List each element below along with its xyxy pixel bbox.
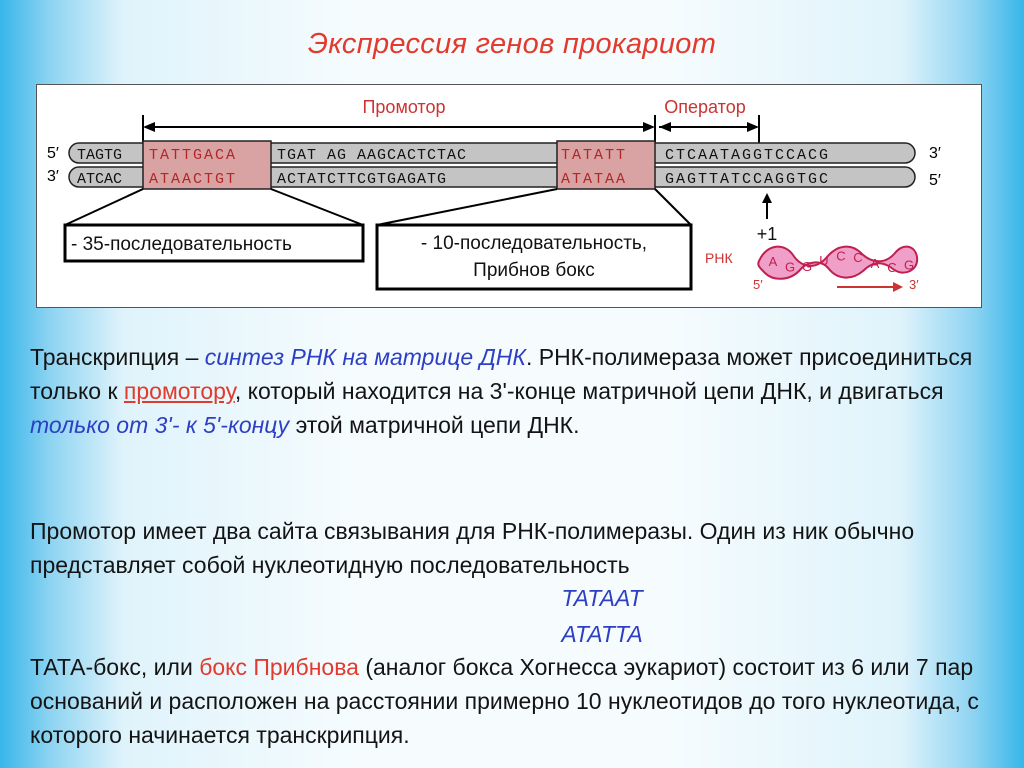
rna-strand	[757, 245, 919, 280]
p1-part5: , который находится на 3'-конце матрично…	[234, 378, 944, 404]
rna-letter: A	[871, 256, 880, 271]
bottom-seq-1: ATCAC	[77, 171, 122, 188]
bottom-5-prime: 5′	[929, 172, 941, 189]
top-seq-box10: TATATT	[561, 147, 627, 164]
rna-letter: C	[836, 248, 845, 263]
rna-letter: G	[904, 258, 914, 273]
top-seq-1: TAGTG	[77, 147, 122, 164]
p3-part1: ТАТА-бокс, или	[30, 654, 200, 680]
p1-direction: только от 3'- к 5'-концу	[30, 412, 290, 438]
p1-definition: синтез РНК на матрице ДНК	[204, 344, 526, 370]
bottom-strand	[68, 166, 916, 188]
dna-diagram-svg: Промотор Оператор 5′ 3′ 3′ 5′	[47, 97, 941, 292]
minus10-caption-line1: - 10-последовательность,	[421, 233, 647, 254]
operator-span-arrow	[659, 115, 760, 145]
paragraph-tata-box: ТАТА-бокс, или бокс Прибнова (аналог бок…	[30, 650, 1000, 752]
rna-letter: G	[785, 259, 795, 274]
bottom-seq-3: GAGTTATCCAGGTGC	[665, 171, 830, 188]
rna-letter: U	[819, 253, 828, 268]
operator-label: Оператор	[664, 97, 745, 117]
minus35-caption-box	[63, 223, 365, 263]
paragraph-transcription: Транскрипция – синтез РНК на матрице ДНК…	[30, 340, 1000, 442]
minus35-box	[142, 140, 272, 190]
p1-part7: этой матричной цепи ДНК.	[289, 412, 580, 438]
plus-one-label: +1	[757, 224, 778, 244]
minus10-caption-box	[375, 223, 693, 291]
sequence-tataat: TATAAT	[561, 585, 643, 611]
p3-part3: (аналог бокса Хогнесса эукариот) состоит…	[30, 654, 979, 748]
top-3-prime: 3′	[929, 145, 941, 162]
minus10-box	[556, 140, 656, 190]
page-title: Экспрессия генов прокариот	[307, 28, 717, 60]
top-5-prime: 5′	[47, 145, 59, 162]
rna-letter: C	[887, 260, 896, 275]
bottom-seq-box35: ATAACTGT	[149, 171, 237, 188]
bottom-seq-2: ACTATCTTCGTGAGATG	[277, 171, 447, 188]
top-seq-3: CTCAATAGGTCCACG	[665, 147, 830, 164]
p1-part3: . РНК-полимераза может присоединиться то…	[30, 344, 973, 404]
bottom-3-prime: 3′	[47, 168, 59, 185]
rna-5-prime: 5′	[753, 277, 763, 292]
rna-letter: A	[769, 254, 778, 269]
rna-letter: C	[853, 250, 862, 265]
rna-letter: G	[802, 259, 812, 274]
minus35-caption: - 35-последовательность	[71, 234, 292, 255]
rna-direction-arrow	[837, 282, 903, 292]
sequence-atatta: ATATTA	[561, 621, 643, 647]
transcription-start-arrow	[762, 193, 772, 219]
caption-connectors	[64, 188, 692, 226]
rna-label: РНК	[705, 250, 733, 266]
promoter-link: промотору	[123, 378, 235, 404]
promoter-span-arrow	[142, 115, 656, 145]
pribnow-box-term: бокс Прибнова	[199, 654, 359, 680]
p1-part1: Транскрипция –	[30, 344, 205, 370]
top-seq-box35: TATTGACA	[149, 147, 237, 164]
paragraph-promoter: Промотор имеет два сайта связывания для …	[30, 518, 915, 578]
rna-3-prime: 3′	[909, 277, 919, 292]
dna-diagram: Промотор Оператор 5′ 3′ 3′ 5′	[36, 84, 982, 308]
minus10-caption-line2: Прибнов бокс	[473, 260, 595, 281]
top-seq-2: TGAT AG AAGCACTCTAC	[277, 147, 467, 164]
promoter-label: Промотор	[362, 97, 445, 117]
bottom-seq-box10: ATATAA	[561, 171, 627, 188]
top-strand	[68, 142, 916, 164]
